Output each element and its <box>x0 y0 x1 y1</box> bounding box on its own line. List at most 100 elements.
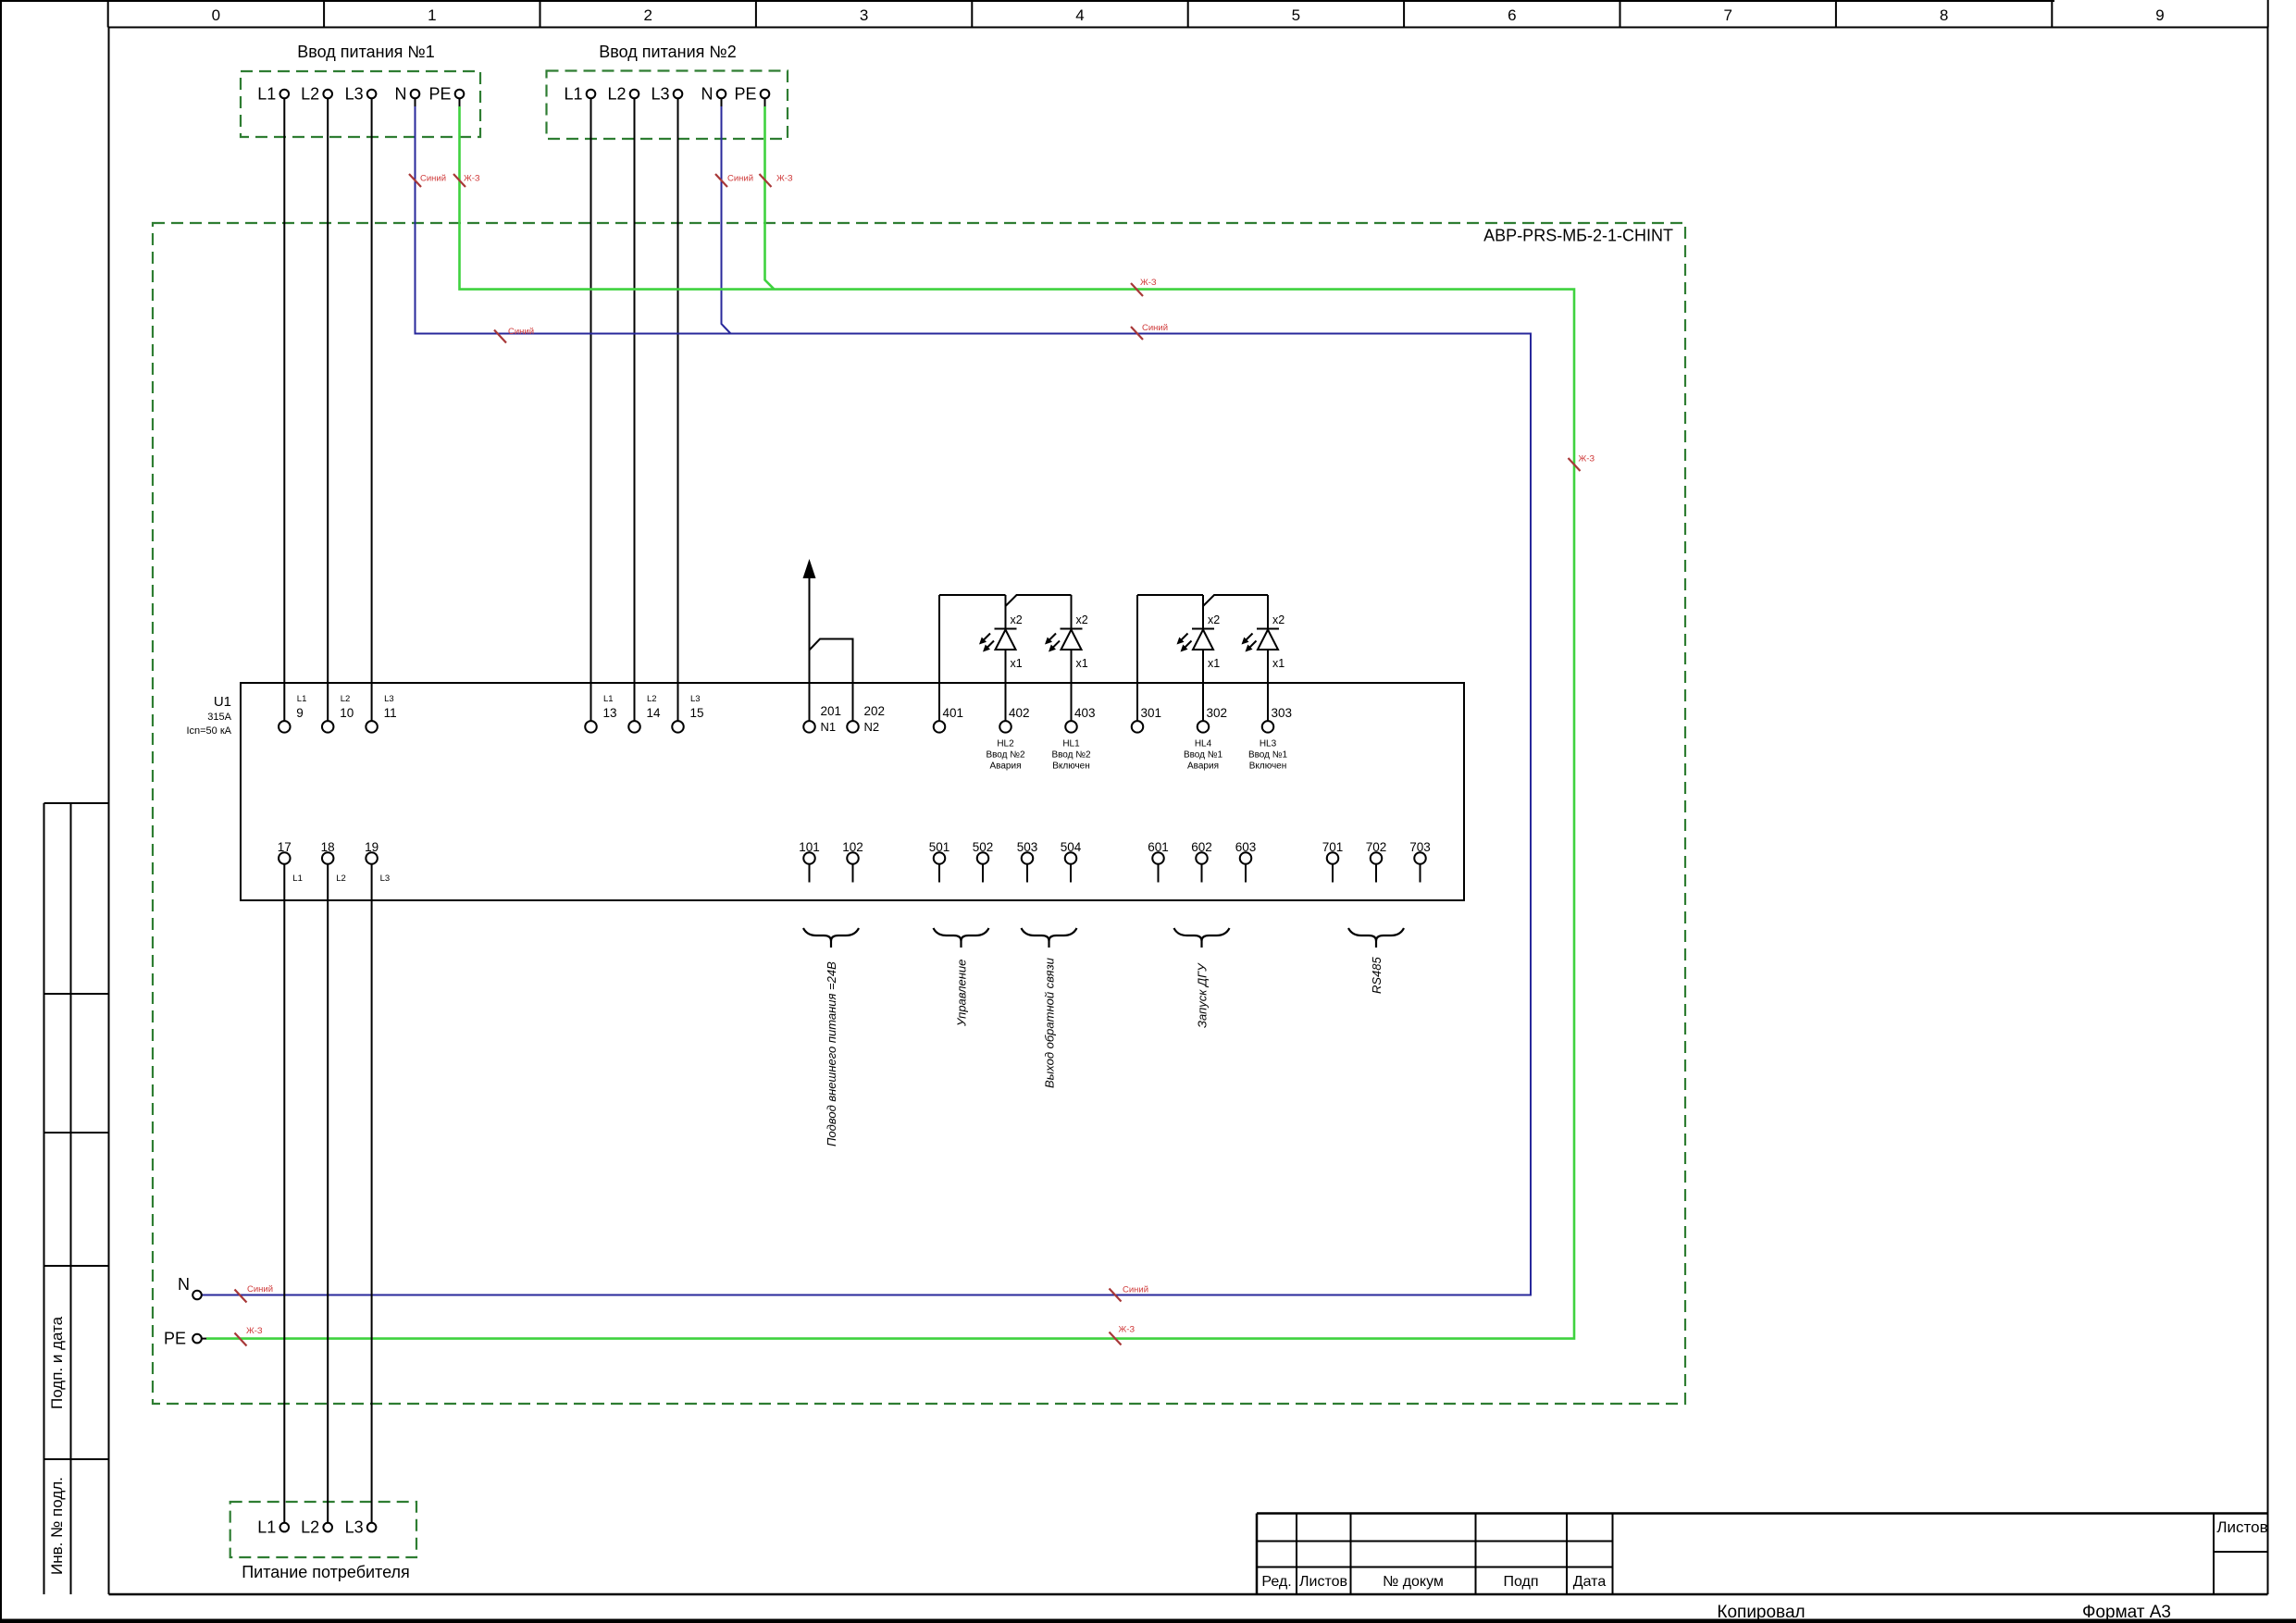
svg-text:АВР-PRS-МБ-2-1-CHINT: АВР-PRS-МБ-2-1-CHINT <box>1483 227 1673 245</box>
svg-text:Выход обратной связи: Выход обратной связи <box>1043 958 1057 1088</box>
svg-text:№ докум: № докум <box>1383 1574 1444 1590</box>
svg-text:19: 19 <box>365 840 379 854</box>
svg-text:Ввод №2: Ввод №2 <box>1051 750 1091 761</box>
svg-text:Ж-З: Ж-З <box>464 174 480 184</box>
svg-text:14: 14 <box>647 706 662 720</box>
svg-text:502: 502 <box>973 840 994 854</box>
svg-text:602: 602 <box>1191 840 1212 854</box>
svg-text:Подп: Подп <box>1503 1574 1538 1590</box>
svg-text:Синий: Синий <box>420 174 446 184</box>
svg-text:PE: PE <box>164 1330 186 1348</box>
svg-text:13: 13 <box>603 706 617 720</box>
svg-text:Включен: Включен <box>1249 762 1287 772</box>
svg-text:Запуск ДГУ: Запуск ДГУ <box>1196 962 1210 1028</box>
svg-text:Формат А3: Формат А3 <box>2082 1603 2171 1622</box>
svg-text:4: 4 <box>1075 6 1084 24</box>
svg-text:U1: U1 <box>214 694 231 710</box>
svg-text:L2: L2 <box>301 1518 319 1537</box>
svg-text:702: 702 <box>1366 840 1387 854</box>
svg-text:Синий: Синий <box>727 174 753 184</box>
svg-text:L1: L1 <box>257 1518 276 1537</box>
svg-text:302: 302 <box>1207 706 1228 720</box>
svg-text:Ж-З: Ж-З <box>1119 1325 1136 1335</box>
svg-text:Синий: Синий <box>1123 1285 1148 1295</box>
svg-text:Инв. № подл.: Инв. № подл. <box>48 1477 66 1575</box>
svg-text:403: 403 <box>1074 706 1096 720</box>
svg-text:6: 6 <box>1508 6 1516 24</box>
svg-text:Авария: Авария <box>1187 762 1219 772</box>
svg-text:401: 401 <box>943 706 964 720</box>
svg-text:202: 202 <box>864 704 886 718</box>
svg-text:L3: L3 <box>690 694 701 704</box>
svg-text:L2: L2 <box>336 873 346 884</box>
svg-text:x1: x1 <box>1208 657 1220 670</box>
svg-text:201: 201 <box>821 704 842 718</box>
svg-text:x1: x1 <box>1272 657 1285 670</box>
svg-text:x2: x2 <box>1076 613 1088 626</box>
svg-text:Копировал: Копировал <box>1717 1603 1805 1622</box>
svg-text:7: 7 <box>1723 6 1731 24</box>
svg-text:L2: L2 <box>607 85 626 104</box>
svg-text:PE: PE <box>428 85 451 104</box>
svg-text:1: 1 <box>428 6 436 24</box>
svg-text:703: 703 <box>1409 840 1431 854</box>
svg-text:Ж-З: Ж-З <box>246 1326 263 1336</box>
svg-text:Ввод №2: Ввод №2 <box>986 750 1025 761</box>
svg-text:L3: L3 <box>345 1518 364 1537</box>
svg-text:Дата: Дата <box>1573 1574 1607 1590</box>
svg-text:L2: L2 <box>647 694 657 704</box>
svg-text:501: 501 <box>929 840 950 854</box>
svg-text:Управление: Управление <box>955 960 969 1027</box>
svg-text:L2: L2 <box>341 694 351 704</box>
svg-text:N: N <box>701 85 714 104</box>
svg-text:Ж-З: Ж-З <box>776 174 793 184</box>
svg-text:Подп. и дата: Подп. и дата <box>48 1316 66 1409</box>
svg-text:L1: L1 <box>257 85 276 104</box>
svg-text:11: 11 <box>384 706 397 720</box>
svg-text:HL3: HL3 <box>1260 739 1277 750</box>
svg-text:603: 603 <box>1235 840 1257 854</box>
svg-text:Синий: Синий <box>1142 323 1168 333</box>
svg-text:PE: PE <box>734 85 756 104</box>
svg-text:N2: N2 <box>864 720 880 734</box>
svg-text:x2: x2 <box>1011 613 1023 626</box>
svg-text:x2: x2 <box>1208 613 1220 626</box>
svg-text:Авария: Авария <box>990 762 1022 772</box>
svg-text:504: 504 <box>1061 840 1082 854</box>
svg-text:10: 10 <box>340 706 354 720</box>
svg-text:Ввод питания №2: Ввод питания №2 <box>599 43 736 61</box>
svg-text:9: 9 <box>296 706 304 720</box>
svg-text:L1: L1 <box>292 873 303 884</box>
svg-text:18: 18 <box>321 840 335 854</box>
svg-text:5: 5 <box>1292 6 1300 24</box>
svg-text:L1: L1 <box>297 694 307 704</box>
svg-text:Ред.: Ред. <box>1261 1574 1291 1590</box>
svg-text:N: N <box>395 85 407 104</box>
svg-text:L3: L3 <box>651 85 669 104</box>
svg-text:301: 301 <box>1141 706 1162 720</box>
svg-text:L2: L2 <box>301 85 319 104</box>
svg-text:Ж-З: Ж-З <box>1140 278 1157 288</box>
svg-text:Ж-З: Ж-З <box>1579 454 1595 465</box>
svg-text:x1: x1 <box>1076 657 1088 670</box>
svg-text:HL4: HL4 <box>1195 739 1212 750</box>
svg-text:Листов: Листов <box>2216 1518 2267 1536</box>
svg-text:303: 303 <box>1272 706 1293 720</box>
svg-text:Ввод №1: Ввод №1 <box>1184 750 1223 761</box>
svg-text:315А: 315А <box>207 712 231 723</box>
svg-text:17: 17 <box>278 840 292 854</box>
svg-text:HL1: HL1 <box>1062 739 1080 750</box>
svg-text:Icn=50 кА: Icn=50 кА <box>186 725 231 737</box>
svg-text:701: 701 <box>1322 840 1344 854</box>
svg-text:HL2: HL2 <box>997 739 1014 750</box>
svg-text:Питание потребителя: Питание потребителя <box>242 1563 410 1581</box>
svg-text:Подвод внешнего питания =24В: Подвод внешнего питания =24В <box>825 961 838 1146</box>
svg-text:503: 503 <box>1017 840 1038 854</box>
svg-text:402: 402 <box>1009 706 1030 720</box>
svg-text:2: 2 <box>643 6 652 24</box>
svg-text:Синий: Синий <box>508 327 534 337</box>
svg-text:L1: L1 <box>603 694 614 704</box>
svg-text:L3: L3 <box>384 694 394 704</box>
svg-text:Включен: Включен <box>1052 762 1090 772</box>
svg-text:L3: L3 <box>345 85 364 104</box>
